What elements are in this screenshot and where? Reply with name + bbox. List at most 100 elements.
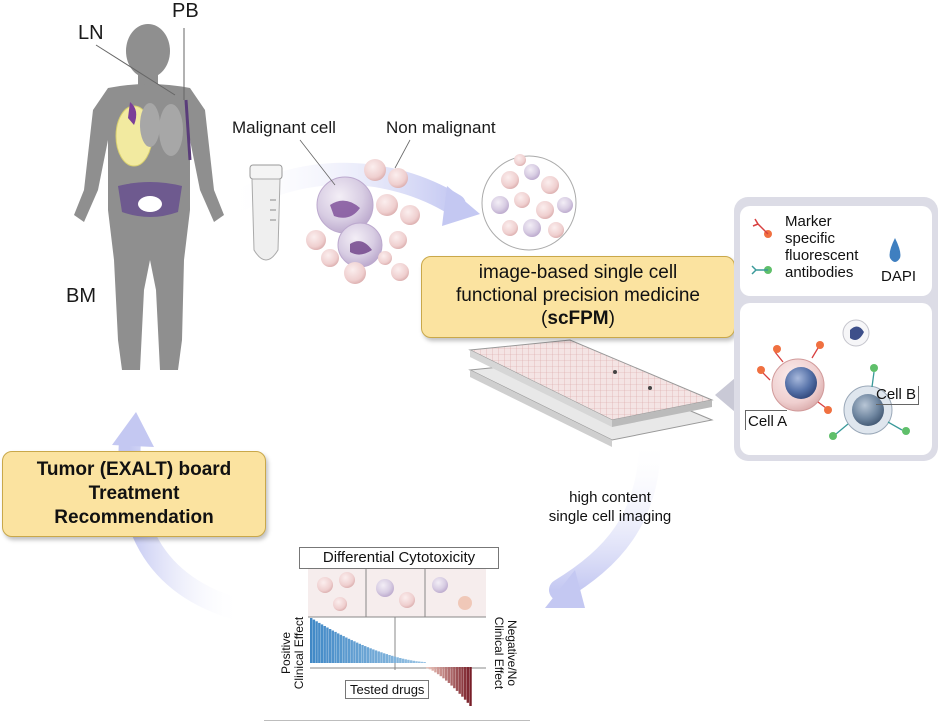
drug-bar (401, 658, 405, 663)
tumor-board-line3: Recommendation (54, 507, 214, 528)
drug-bar (323, 626, 326, 663)
scfpm-line2: functional precision medicine (456, 285, 700, 306)
label-pb: PB (172, 0, 199, 22)
drug-bar (450, 667, 453, 686)
drug-bar (423, 662, 426, 663)
drug-bar (312, 619, 316, 663)
drug-bar (404, 659, 407, 663)
tumor-board-line2: Treatment (88, 483, 180, 504)
drug-bar (355, 642, 359, 663)
drug-bar (439, 667, 443, 677)
drug-bar (347, 638, 351, 663)
drug-bar (318, 622, 321, 663)
drug-bar (453, 667, 456, 689)
drug-bar (326, 627, 329, 663)
drug-bar (369, 648, 372, 663)
drug-bar (310, 618, 313, 663)
drug-bar (407, 659, 410, 663)
scfpm-box: image-based single cell functional preci… (421, 256, 735, 338)
scfpm-line3: (scFPM) (541, 308, 615, 329)
drug-bar (455, 667, 459, 691)
arrow-imaging-to-cytotoxicity (549, 429, 661, 601)
drug-bar (364, 646, 367, 663)
drug-bar (391, 655, 394, 663)
malignant-pointer (299, 139, 336, 186)
drug-bar (426, 667, 429, 669)
tested-drugs-label: Tested drugs (345, 680, 430, 699)
drug-bar (415, 661, 418, 663)
drug-bar (320, 624, 324, 663)
arrowhead-up (112, 412, 154, 447)
label-non-malignant: Non malignant (386, 118, 496, 137)
drug-bar (339, 634, 343, 663)
drug-bar (315, 621, 318, 663)
drug-bar (445, 667, 448, 681)
cell-b-label: Cell B (876, 386, 920, 405)
drug-bar (409, 660, 413, 663)
non-malignant-pointer (394, 139, 411, 169)
drug-bar (358, 643, 362, 663)
drug-bar (337, 633, 340, 663)
drug-bar (385, 654, 389, 663)
drug-bar (361, 645, 364, 663)
negative-effect-label: Negative/No Clinical Effect (492, 616, 519, 690)
drug-bar (463, 667, 467, 700)
imaging-label: high content single cell imaging (548, 489, 672, 525)
drug-bar (469, 667, 472, 706)
tumor-board-box: Tumor (EXALT) board Treatment Recommenda… (2, 451, 266, 537)
drug-bar (393, 656, 397, 663)
magnified-cells (481, 154, 577, 251)
drug-bar (461, 667, 464, 697)
drug-bar (372, 649, 375, 663)
arrow-legend-to-plates (715, 378, 735, 412)
drug-bar (342, 636, 345, 663)
scfpm-acronym: scFPM (547, 308, 609, 329)
drug-bar (345, 637, 348, 663)
test-tube-icon (249, 164, 283, 261)
human-body (74, 24, 224, 370)
sample-cells (299, 139, 420, 284)
label-ln: LN (78, 22, 104, 44)
drug-bar (431, 667, 434, 671)
positive-effect-label: Positive Clinical Effect (279, 616, 306, 690)
imaging-plates (468, 339, 714, 447)
drug-bar (428, 667, 432, 670)
scfpm-line1: image-based single cell (478, 262, 678, 283)
drug-bar (350, 640, 353, 663)
drug-bar (447, 667, 451, 683)
arrowhead-down (545, 570, 585, 608)
drug-bar (331, 630, 335, 663)
drug-bar (396, 657, 399, 663)
drug-bar (420, 661, 424, 663)
drug-bar (353, 641, 356, 663)
drug-bar-series (310, 618, 472, 706)
drug-bar (382, 653, 386, 663)
drug-bar (374, 650, 378, 663)
drug-bar (466, 667, 470, 703)
cytotoxicity-title: Differential Cytotoxicity (299, 547, 499, 569)
legend-antibody-text: Marker specific fluorescent antibodies (785, 213, 859, 281)
drug-bar (434, 667, 437, 673)
cell-a-label: Cell A (745, 410, 788, 430)
tumor-board-line1: Tumor (EXALT) board (36, 459, 232, 480)
label-bm: BM (66, 285, 96, 307)
ln-pointer (95, 44, 176, 96)
arrowhead-top (442, 186, 480, 226)
legend-cells-box (740, 303, 932, 455)
drug-bar (377, 651, 380, 663)
drug-bar (380, 652, 383, 663)
drug-bar (388, 655, 391, 663)
drug-bar (412, 660, 416, 663)
dapi-label: DAPI (881, 268, 917, 285)
drug-bar (436, 667, 440, 675)
drug-bar (399, 658, 402, 663)
drug-bar (328, 629, 332, 663)
drug-bar (458, 667, 461, 694)
drug-bar (418, 661, 421, 663)
drug-bar (366, 647, 370, 663)
label-malignant-cell: Malignant cell (232, 118, 336, 137)
drug-bar (334, 631, 337, 663)
drug-bar (442, 667, 445, 679)
